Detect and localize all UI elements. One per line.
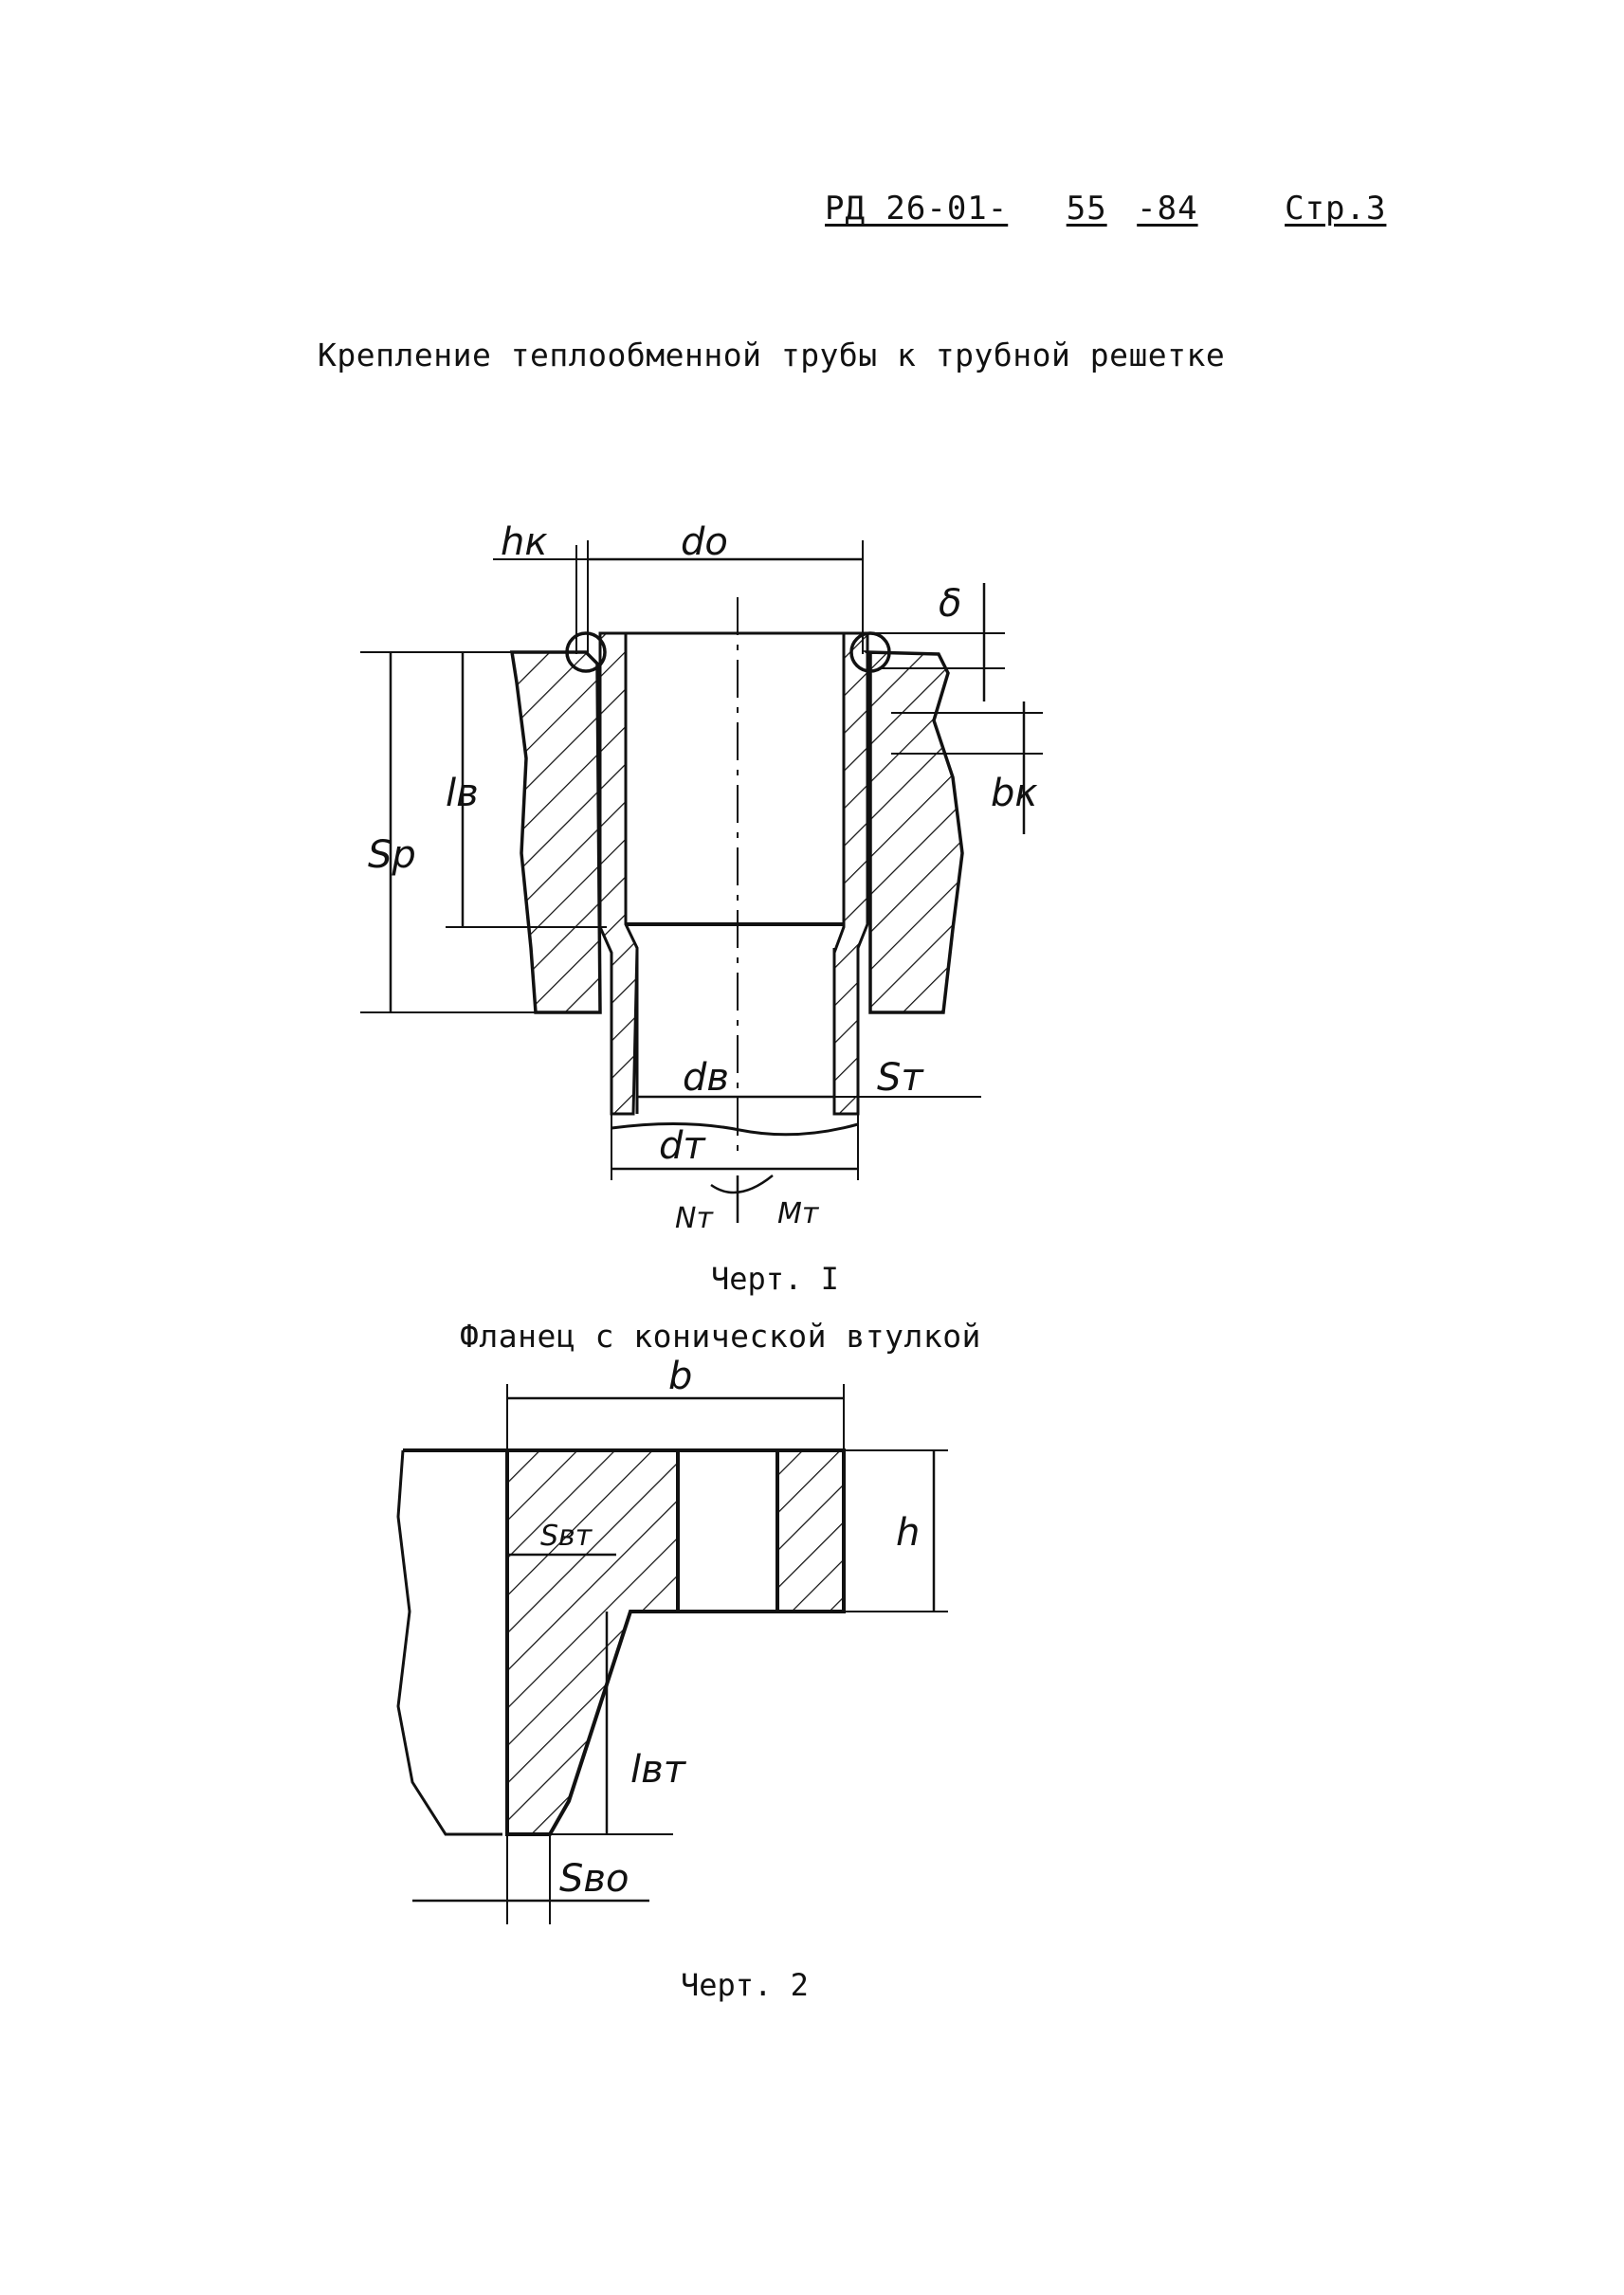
tube-joint-drawing (360, 540, 1043, 1223)
figure1-caption: Черт. I (711, 1261, 839, 1297)
document-header: РД 26-01- 55 -84 Стр.3 (825, 190, 1386, 228)
page-number: Стр.3 (1285, 190, 1387, 228)
tube-sheet-left (509, 650, 602, 1014)
label-mt: Mт (777, 1197, 820, 1230)
label-dt: dт (659, 1124, 706, 1168)
figure2-caption: Черт. 2 (681, 1967, 809, 2003)
label-sp: Sр (368, 833, 416, 877)
label-lv: lв (446, 772, 479, 815)
label-bk: bк (991, 772, 1038, 815)
label-st: Sт (877, 1056, 924, 1100)
label-delta: δ (939, 582, 961, 626)
tube-wall-left (598, 631, 639, 1116)
doc-year: -84 (1137, 190, 1198, 228)
doc-code: РД 26-01- (825, 190, 1009, 228)
label-h: h (896, 1511, 920, 1555)
flange-ring (776, 1448, 846, 1613)
weld-right (849, 631, 891, 673)
label-lvt: lвт (630, 1748, 687, 1792)
label-do: do (681, 520, 728, 564)
tube-sheet-right (861, 650, 964, 1014)
weld-left (565, 631, 607, 673)
drawing1-labels: hк do δ bк lв Sр dв Sт dт Nт Mт (368, 520, 1038, 1235)
section2-title: Фланец с конической втулкой (460, 1318, 981, 1355)
label-svt: Sвт (540, 1520, 593, 1553)
label-dv: dв (683, 1056, 729, 1100)
drawing2-labels: b h Sвт lвт Sво (540, 1355, 920, 1901)
label-nt: Nт (675, 1202, 714, 1235)
label-b: b (668, 1355, 692, 1398)
label-hk: hк (501, 520, 548, 564)
section1-title: Крепление теплообменной трубы к трубной … (318, 337, 1226, 373)
label-svo: Sво (559, 1857, 629, 1901)
tube-wall-right (832, 631, 869, 1116)
flange-drawing (396, 1384, 948, 1924)
doc-number: 55 (1066, 190, 1107, 228)
